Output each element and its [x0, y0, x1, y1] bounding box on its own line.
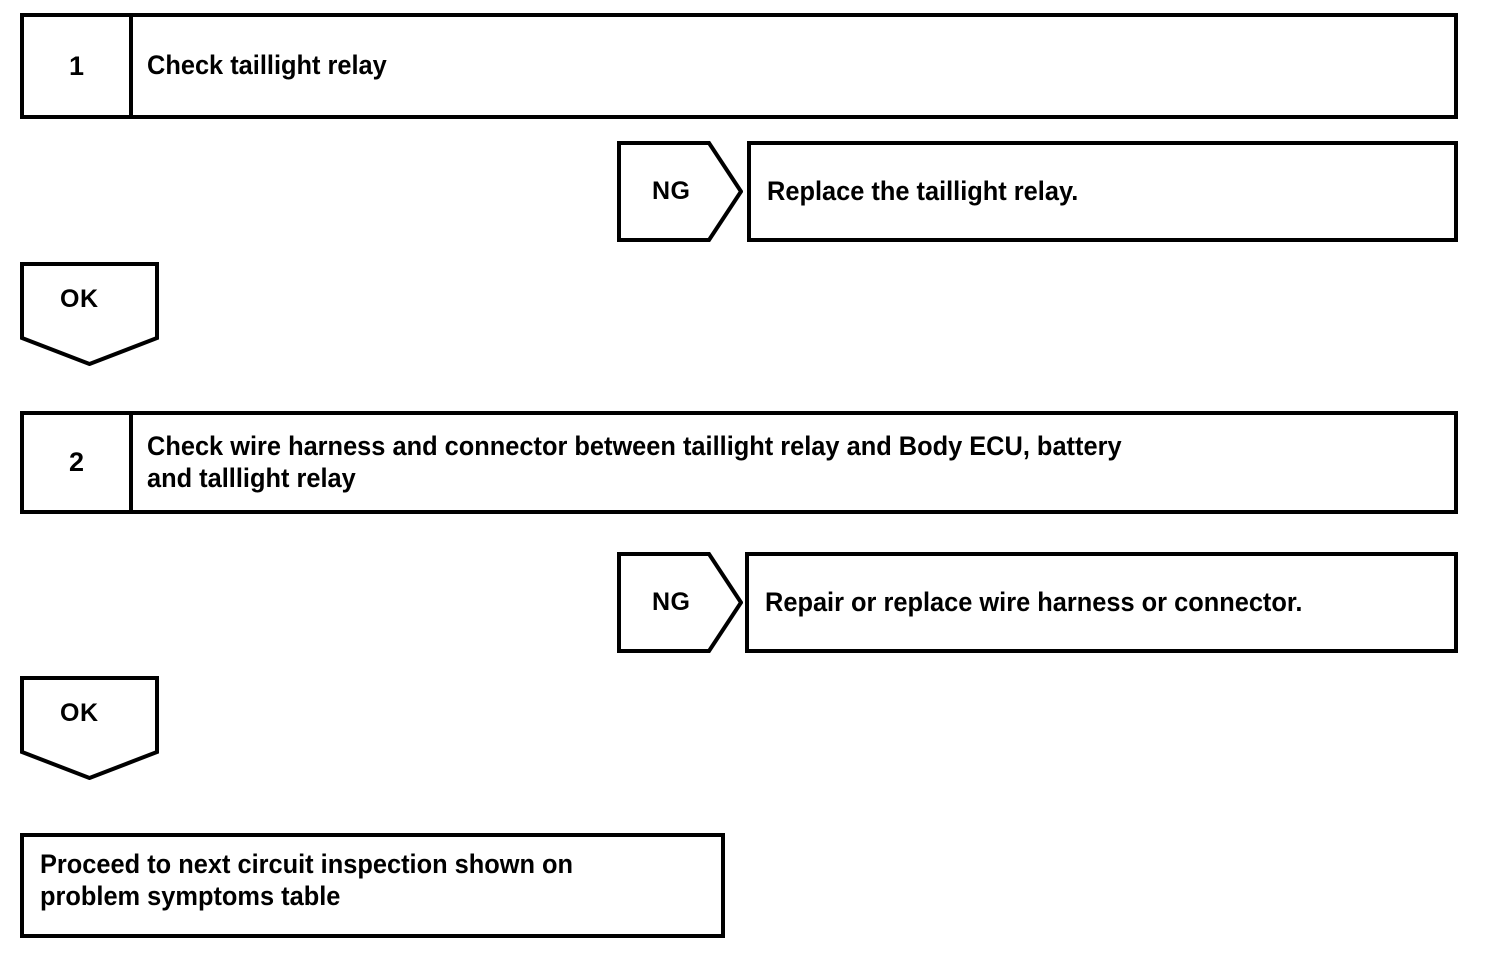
ng-arrow-2-label: NG — [652, 588, 691, 616]
ng-action-2-label: Repair or replace wire harness or connec… — [765, 586, 1303, 617]
ng-arrow-1 — [617, 141, 743, 242]
step-1-number: 1 — [24, 17, 133, 115]
ok-marker-2-label: OK — [60, 699, 99, 727]
step-2-box[interactable]: 2 Check wire harness and connector betwe… — [20, 411, 1458, 514]
final-action-box[interactable]: Proceed to next circuit inspection shown… — [20, 833, 725, 938]
step-1-box[interactable]: 1 Check taillight relay — [20, 13, 1458, 119]
ng-arrow-1-label: NG — [652, 177, 691, 205]
ok-marker-1-label: OK — [60, 285, 99, 313]
ok-marker-1 — [20, 262, 159, 366]
step-1-label: Check taillight relay — [147, 50, 387, 81]
ng-action-box-2[interactable]: Repair or replace wire harness or connec… — [745, 552, 1458, 653]
step-2-label: Check wire harness and connector between… — [147, 430, 1122, 493]
step-1-text-cell: Check taillight relay — [133, 17, 1454, 115]
step-2-number: 2 — [24, 415, 133, 510]
ok-marker-2 — [20, 676, 159, 780]
step-2-text-cell: Check wire harness and connector between… — [133, 415, 1454, 510]
ng-action-box-1[interactable]: Replace the taillight relay. — [747, 141, 1458, 242]
final-action-label: Proceed to next circuit inspection shown… — [40, 849, 574, 911]
ng-arrow-2 — [617, 552, 743, 653]
ng-action-1-label: Replace the taillight relay. — [767, 175, 1079, 206]
